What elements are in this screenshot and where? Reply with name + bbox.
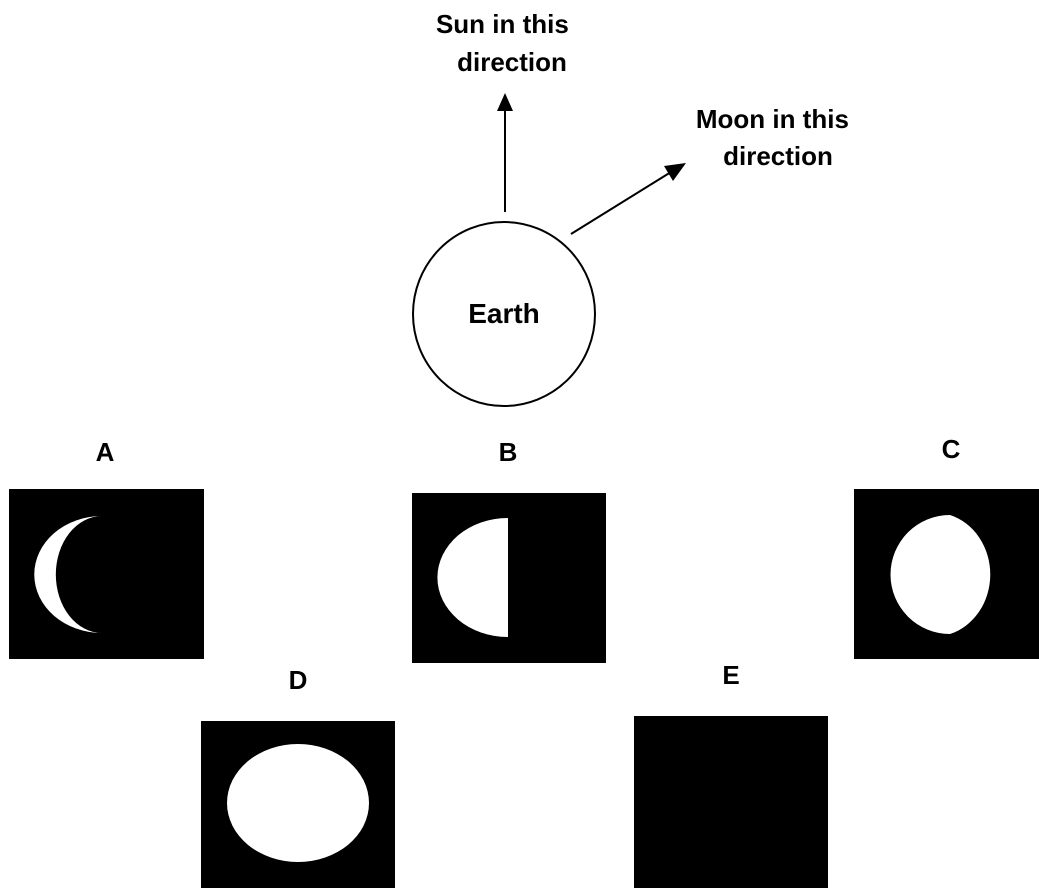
option-c-moon bbox=[890, 515, 991, 634]
moon-label-line-2: direction bbox=[723, 141, 833, 171]
option-d-moon bbox=[227, 744, 369, 862]
option-c-letter: C bbox=[942, 434, 961, 464]
option-d-letter: D bbox=[289, 665, 308, 695]
option-a: A bbox=[9, 437, 204, 659]
option-e: E bbox=[634, 660, 828, 888]
moon-direction-arrow bbox=[570, 163, 686, 235]
moon-label-line-1: Moon in this bbox=[696, 104, 849, 134]
earth: Earth bbox=[412, 221, 596, 407]
sun-label-line-1: Sun in this bbox=[436, 9, 569, 39]
option-a-letter: A bbox=[96, 437, 115, 467]
option-d: D bbox=[201, 665, 395, 888]
earth-label: Earth bbox=[468, 298, 540, 329]
sun-label-line-2: direction bbox=[457, 47, 567, 77]
option-b-letter: B bbox=[499, 437, 518, 467]
moon-direction-label: Moon in this direction bbox=[696, 104, 856, 171]
earth-circle bbox=[412, 221, 596, 407]
option-b: B bbox=[412, 437, 606, 663]
option-b-moon bbox=[437, 518, 508, 637]
sun-direction-label: Sun in this direction bbox=[436, 9, 576, 77]
sun-direction-arrow bbox=[497, 93, 513, 212]
option-a-moon bbox=[34, 516, 103, 633]
option-c: C bbox=[854, 434, 1039, 659]
option-e-panel bbox=[634, 716, 828, 888]
option-e-letter: E bbox=[722, 660, 739, 690]
